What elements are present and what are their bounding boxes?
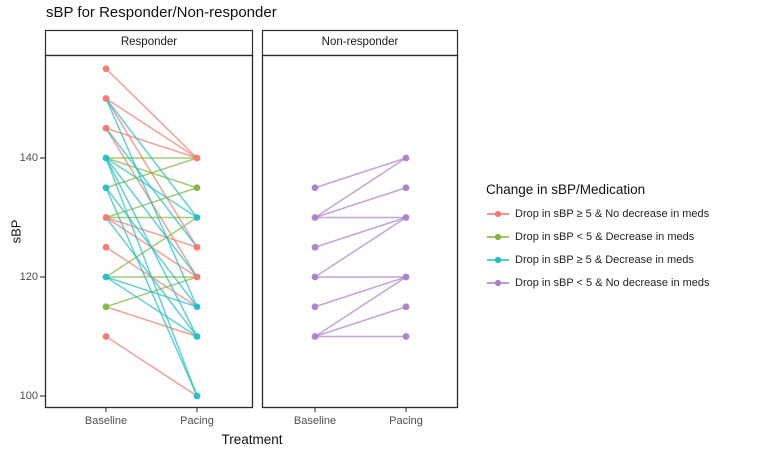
line-point-key-icon xyxy=(487,279,509,287)
data-line xyxy=(314,306,407,338)
data-point xyxy=(311,243,319,251)
data-line xyxy=(105,157,198,219)
data-point xyxy=(402,273,410,281)
y-axis-title: sBP xyxy=(8,219,24,244)
data-point xyxy=(193,154,201,162)
data-point xyxy=(193,333,201,340)
line-point-key-icon xyxy=(487,233,509,241)
data-line xyxy=(105,306,198,338)
legend: Change in sBP/Medication Drop in sBP ≥ 5… xyxy=(486,182,756,298)
x-tick-label-baseline-non-responder: Baseline xyxy=(293,415,337,427)
data-point xyxy=(102,303,110,311)
data-line xyxy=(105,335,198,397)
data-line xyxy=(105,276,198,308)
data-point xyxy=(102,154,110,162)
data-line xyxy=(105,98,198,218)
data-point xyxy=(102,65,110,73)
data-line xyxy=(314,157,407,219)
data-point xyxy=(402,184,410,192)
data-line xyxy=(105,157,198,278)
facet-strip-responder: Responder xyxy=(120,36,178,48)
data-point xyxy=(311,214,319,221)
data-point xyxy=(311,333,319,340)
data-line xyxy=(314,216,407,278)
legend-item: Drop in sBP ≥ 5 & Decrease in meds xyxy=(486,252,756,268)
data-line xyxy=(105,217,198,337)
data-point xyxy=(102,95,110,102)
facet-strip-non-responder: Non-responder xyxy=(321,36,399,48)
data-line xyxy=(105,68,198,159)
data-point xyxy=(102,333,110,340)
data-point xyxy=(102,214,110,221)
data-point xyxy=(102,273,110,281)
data-line xyxy=(314,157,407,189)
panel-border xyxy=(261,54,459,409)
x-tick-label-pacing-responder: Pacing xyxy=(180,415,214,427)
data-point xyxy=(311,184,319,192)
data-line xyxy=(105,187,198,308)
x-axis-title: Treatment xyxy=(221,432,283,447)
data-point xyxy=(402,333,410,340)
legend-item: Drop in sBP < 5 & Decrease in meds xyxy=(486,229,756,245)
data-point xyxy=(102,243,110,251)
data-line xyxy=(105,97,198,159)
data-point xyxy=(193,243,201,251)
legend-item: Drop in sBP < 5 & No decrease in meds xyxy=(486,275,756,291)
data-line xyxy=(105,98,198,308)
y-tick-label-120: 120 xyxy=(19,271,38,283)
x-tick-label-baseline-responder: Baseline xyxy=(84,415,128,427)
chart-title: sBP for Responder/Non-responder xyxy=(46,4,277,21)
y-tick-label-100: 100 xyxy=(19,390,38,402)
data-point xyxy=(311,303,319,311)
data-point xyxy=(402,303,410,311)
data-point xyxy=(193,392,201,400)
line-point-key-icon xyxy=(487,256,509,264)
data-point xyxy=(193,303,201,311)
facet-strip-box xyxy=(261,29,459,57)
data-point xyxy=(402,154,410,162)
facet-strip-box xyxy=(44,29,254,57)
legend-label: Drop in sBP ≥ 5 & No decrease in meds xyxy=(515,208,710,220)
data-point xyxy=(102,124,110,132)
data-point xyxy=(193,184,201,192)
data-point xyxy=(193,273,201,281)
data-point xyxy=(102,184,110,192)
legend-title: Change in sBP/Medication xyxy=(486,182,646,197)
data-line xyxy=(314,216,407,248)
data-point xyxy=(193,214,201,221)
data-point xyxy=(311,273,319,281)
line-point-key-icon xyxy=(487,210,509,218)
legend-label: Drop in sBP ≥ 5 & Decrease in meds xyxy=(515,254,694,266)
data-point xyxy=(402,214,410,221)
legend-label: Drop in sBP < 5 & No decrease in meds xyxy=(515,277,710,289)
data-line xyxy=(105,276,198,338)
legend-item: Drop in sBP ≥ 5 & No decrease in meds xyxy=(486,206,756,222)
data-line xyxy=(314,276,407,338)
data-line xyxy=(105,157,198,189)
y-tick-label-140: 140 xyxy=(19,152,38,164)
data-line xyxy=(314,187,407,219)
data-line xyxy=(314,276,407,308)
x-tick-label-pacing-non-responder: Pacing xyxy=(389,415,423,427)
legend-label: Drop in sBP < 5 & Decrease in meds xyxy=(515,231,695,243)
